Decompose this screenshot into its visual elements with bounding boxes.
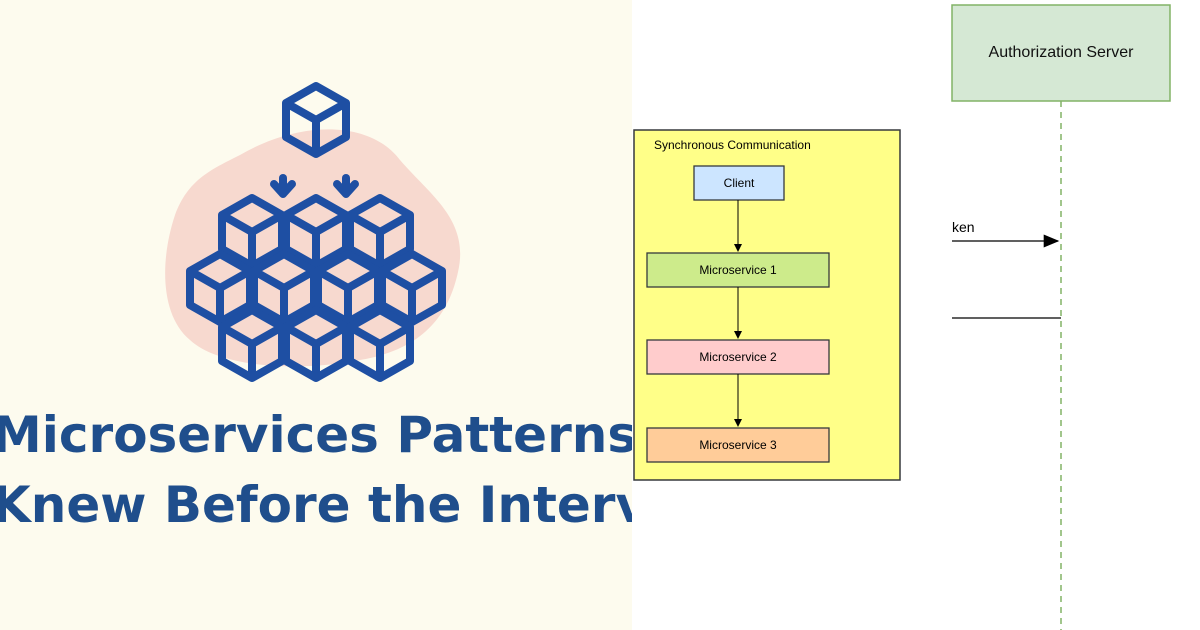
token-message-label: ken — [952, 219, 975, 235]
falling-cube-icon — [282, 82, 350, 158]
microservice-3-label: Microservice 3 — [699, 438, 777, 452]
diagram-canvas — [633, 4, 1171, 630]
client-label: Client — [723, 176, 755, 190]
authorization-server-box — [951, 4, 1171, 102]
microservice-3-box — [646, 427, 830, 463]
headline-line-2: Knew Before the Intervie — [0, 476, 632, 534]
cover-illustration — [165, 82, 461, 382]
stacked-cube-icon — [378, 250, 446, 326]
microservice-1-label: Microservice 1 — [699, 263, 777, 277]
cover-left-panel: Microservices Patterns I W Knew Before t… — [0, 0, 632, 630]
stacked-cube-icon — [346, 306, 414, 382]
microservice-1-box — [646, 252, 830, 288]
microservices-cubes-icon — [186, 82, 446, 382]
authorization-server-label: Authorization Server — [988, 44, 1134, 61]
client-box — [693, 165, 785, 201]
article-headline: Microservices Patterns I W Knew Before t… — [0, 400, 632, 540]
microservice-2-label: Microservice 2 — [699, 350, 777, 364]
stacked-cube-icon — [346, 194, 414, 270]
headline-line-1: Microservices Patterns I W — [0, 406, 632, 464]
cover-right-panel: Synchronous Communication Client Microse… — [632, 0, 1200, 630]
sync-communication-title: Synchronous Communication — [654, 138, 811, 152]
microservice-2-box — [646, 339, 830, 375]
